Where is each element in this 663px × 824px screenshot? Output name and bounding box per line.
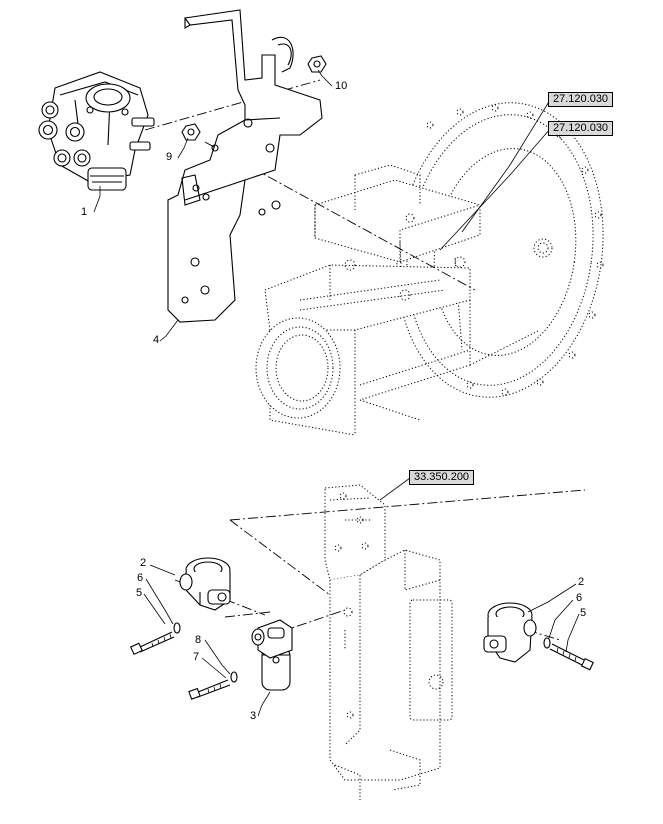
lower-frame-phantom (324, 484, 453, 800)
callout-6-right: 6 (576, 592, 583, 604)
callout-5-right: 5 (580, 607, 587, 619)
callout-2-right: 2 (578, 576, 585, 588)
valve-part-3 (251, 619, 293, 691)
reference-box-33-350-200[interactable]: 33.350.200 (409, 470, 475, 485)
callout-2-left: 2 (140, 557, 147, 569)
callout-9: 9 (166, 151, 173, 163)
bolt-part-5-right (549, 643, 594, 671)
callout-10: 10 (335, 80, 348, 92)
callout-4: 4 (153, 334, 160, 346)
callout-8: 8 (195, 634, 202, 646)
transmission-housing-phantom (255, 102, 604, 436)
bolt-part-7 (188, 679, 231, 700)
callout-6-left: 6 (137, 572, 144, 584)
washer-part-6-left (173, 622, 181, 634)
nut-part-10 (307, 55, 327, 73)
washer-part-8 (230, 671, 238, 683)
reference-box-27-120-030-b[interactable]: 27.120.030 (548, 121, 614, 136)
nut-part-9 (181, 123, 201, 141)
fitting-part-2-left (179, 557, 231, 611)
callout-5-left: 5 (136, 587, 143, 599)
washer-part-6-right (543, 637, 551, 649)
leader-lines (93, 69, 580, 717)
fitting-part-2-right (483, 602, 537, 663)
callout-3: 3 (250, 710, 257, 722)
callout-1: 1 (81, 206, 88, 218)
reference-box-27-120-030-a[interactable]: 27.120.030 (548, 92, 614, 107)
relay-valve-part-1 (38, 71, 155, 191)
callout-7: 7 (193, 651, 200, 663)
bolt-part-5-left (129, 631, 175, 656)
mounting-bracket-part-4 (167, 9, 323, 323)
